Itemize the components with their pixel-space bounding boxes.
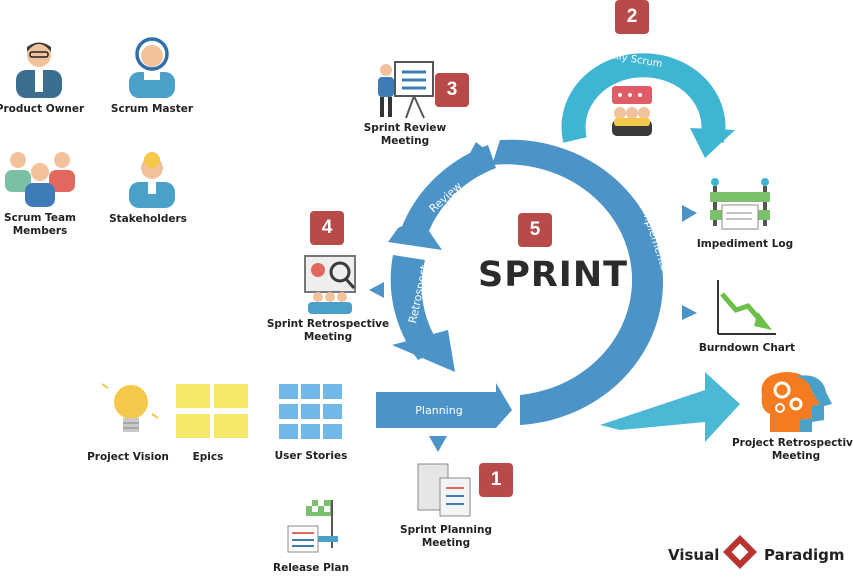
label-scrum-master: Scrum Master <box>110 103 194 115</box>
label-project-vision: Project Vision <box>87 451 169 463</box>
visual-paradigm-logo <box>723 535 757 569</box>
sprint-title: SPRINT <box>478 255 628 295</box>
label-sprint-review: Sprint Review Meeting <box>363 122 447 147</box>
stakeholders-icon <box>129 152 175 208</box>
sprint-review-icon <box>378 61 434 119</box>
sprint-planning-icon <box>417 463 471 517</box>
arrow-burndown <box>682 305 697 320</box>
scrum-team-icon <box>5 152 75 207</box>
label-burndown: Burndown Chart <box>698 342 796 354</box>
epics-icon <box>176 384 248 438</box>
project-retro-icon <box>761 372 832 432</box>
burndown-chart-icon <box>717 280 776 335</box>
label-sprint-planning: Sprint Planning Meeting <box>400 524 492 549</box>
daily-scrum-loop <box>561 53 735 158</box>
label-user-stories: User Stories <box>274 450 348 462</box>
product-owner-icon <box>16 42 62 98</box>
label-scrum-team: Scrum Team Members <box>4 212 76 237</box>
badge-1: 1 <box>479 463 513 497</box>
badge-5: 5 <box>518 213 552 247</box>
label-planning: Planning <box>415 404 462 417</box>
label-release-plan: Release Plan <box>273 562 349 574</box>
implementation-arc <box>492 139 664 425</box>
daily-scrum-icon <box>612 86 652 136</box>
big-arrow <box>600 372 740 442</box>
project-vision-icon <box>101 383 159 432</box>
review-arrowhead <box>388 218 442 250</box>
brand-visual: Visual <box>668 546 720 564</box>
review-arc <box>398 145 496 242</box>
scrum-master-icon <box>129 37 175 98</box>
brand-paradigm: Paradigm <box>764 546 845 564</box>
user-stories-icon <box>279 384 342 439</box>
sprint-cycle <box>376 139 664 428</box>
planning-arrow <box>376 383 512 428</box>
badge-4: 4 <box>310 211 344 245</box>
retrospect-arrowhead <box>392 330 455 372</box>
label-sprint-retro: Sprint Retrospective Meeting <box>266 318 390 343</box>
label-project-retro: Project Retrospective Meeting <box>731 437 853 462</box>
retrospect-arc <box>390 255 442 360</box>
label-epics: Epics <box>192 451 224 463</box>
release-plan-icon <box>287 500 338 553</box>
label-product-owner: Product Owner <box>0 103 85 115</box>
arrow-planning <box>429 436 447 452</box>
impediment-log-icon <box>710 178 770 230</box>
arrow-impediment <box>682 205 697 222</box>
arrow-retro <box>369 282 384 298</box>
sprint-retro-icon <box>304 255 356 314</box>
badge-3: 3 <box>435 73 469 107</box>
badge-2: 2 <box>615 0 649 34</box>
small-arrows <box>369 142 697 452</box>
arrow-review <box>470 142 486 153</box>
label-impediment-log: Impediment Log <box>696 238 794 250</box>
label-stakeholders: Stakeholders <box>109 213 187 225</box>
